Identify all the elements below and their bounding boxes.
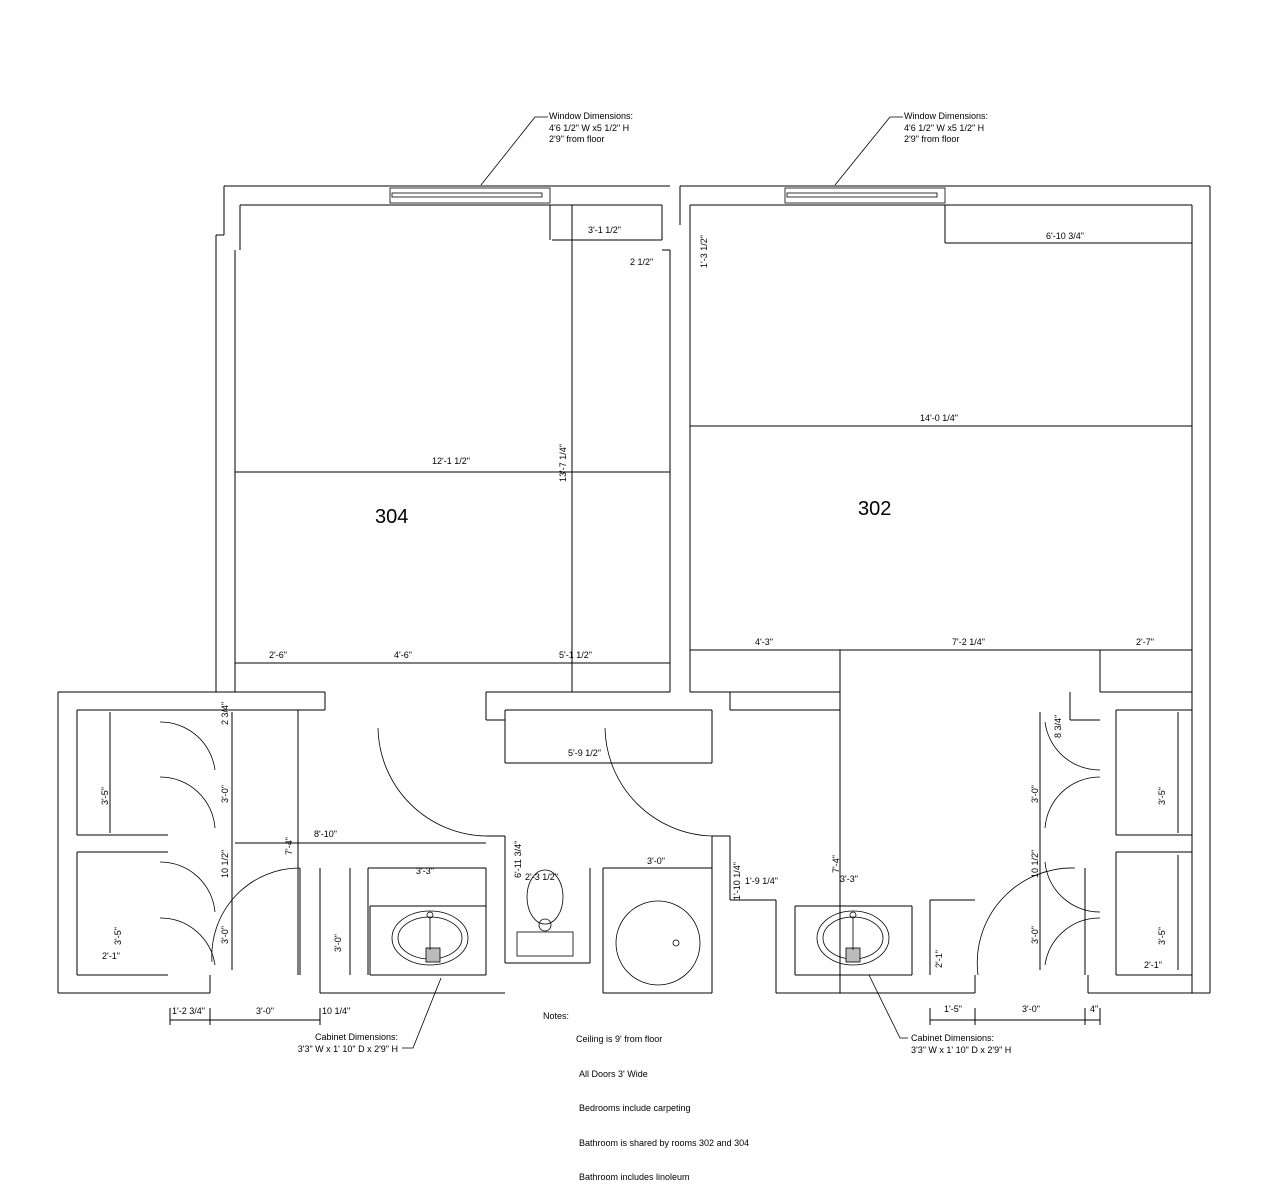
dimension-label: 2'-1" [934, 950, 944, 968]
dimension-label: 4'-3" [755, 637, 773, 647]
dimension-label: 3'-0" [333, 934, 343, 952]
closet-door-l1 [159, 721, 216, 771]
dimension-label: 1'-3 1/2" [699, 235, 709, 268]
door-swing-302 [604, 727, 713, 837]
dimension-label: 2'-7" [1136, 637, 1154, 647]
note-line: Bathroom is shared by rooms 302 and 304 [579, 1137, 750, 1148]
room-304-label: 304 [375, 506, 409, 528]
dimension-label: 3'-0" [1030, 785, 1040, 803]
cabinet-note-title: Cabinet Dimensions: [314, 1032, 398, 1042]
closet-door-r1 [1044, 721, 1101, 771]
window-note-size: 4'6 1/2" W x5 1/2" H [549, 122, 630, 133]
note-line: Ceiling is 9' from floor [576, 1034, 663, 1044]
note-line: All Doors 3' Wide [579, 1068, 648, 1079]
toilet-icon [526, 869, 564, 925]
dimension-label: 3'-5" [1157, 787, 1167, 805]
note-line: Bedrooms include carpeting [579, 1103, 691, 1113]
dimension-label: 12'-1 1/2" [432, 456, 470, 466]
door-swings [159, 116, 1101, 1049]
window-302 [784, 187, 946, 204]
dimension-label: 3'-0" [256, 1006, 274, 1016]
closet-door-l3 [159, 861, 216, 913]
dimension-label: 4" [1090, 1004, 1099, 1014]
dimension-label: 2'-1" [102, 951, 120, 961]
dimension-label: 14'-0 1/4" [920, 413, 958, 423]
closet-door-r3 [1044, 861, 1101, 913]
dimension-label: 7'-4" [831, 855, 841, 873]
notes-label: Notes: [543, 1011, 570, 1021]
door-swing-304 [377, 727, 487, 837]
window-note-title: Window Dimensions: [549, 111, 634, 121]
dimension-label: 2 3/4" [220, 701, 230, 725]
dimension-label: 3'-5" [113, 927, 123, 945]
notes-list: Ceiling is 9' from floor All Doors 3' Wi… [576, 1011, 749, 1195]
dimension-label: 8'-10" [314, 829, 337, 839]
dimension-label: 3'-0" [647, 856, 665, 866]
cabinet-note-left: Cabinet Dimensions:3'3" W x 1' 10" D x 2… [280, 1032, 398, 1055]
tub-icon [615, 900, 701, 986]
cabinet-leader-right [868, 974, 908, 1039]
room-302-label: 302 [858, 498, 892, 520]
window-leader-right [834, 116, 903, 186]
dimension-label: 5'-1 1/2" [559, 650, 592, 660]
sink-right-icon [816, 910, 890, 966]
window-leader-left [480, 116, 548, 186]
dimension-label: 3'-0" [1022, 1004, 1040, 1014]
dimension-label: 3'-3" [416, 866, 434, 876]
cabinet-note-size: 3'3" W x 1' 10" D x 2'9" H [911, 1044, 1012, 1055]
dimension-label: 5'-9 1/2" [568, 748, 601, 758]
window-note-height: 2'9" from floor [904, 134, 960, 144]
dimension-label: 4'-6" [394, 650, 412, 660]
dimension-label: 3'-0" [220, 926, 230, 944]
dimension-label: 13'-7 1/4" [558, 444, 568, 482]
window-note-height: 2'9" from floor [549, 134, 605, 144]
dimension-label: 3'-1 1/2" [588, 225, 621, 235]
dimension-label: 3'-5" [100, 787, 110, 805]
floor-plan [57, 116, 1211, 1049]
walls [57, 185, 1211, 1025]
dimension-label: 6'-10 3/4" [1046, 231, 1084, 241]
dimension-label: 6'-11 3/4" [513, 840, 523, 878]
window-note-size: 4'6 1/2" W x5 1/2" H [904, 122, 985, 133]
window-304 [389, 187, 551, 204]
cabinet-note-title: Cabinet Dimensions: [911, 1033, 995, 1043]
door-swing-hall-left [211, 867, 301, 963]
dimension-label: 1'-10 1/4" [732, 862, 742, 900]
dimension-label: 2'-1" [1144, 960, 1162, 970]
dimension-label: 3'-0" [1030, 926, 1040, 944]
dimension-label: 10 1/2" [220, 849, 230, 878]
dimension-label: 8 3/4" [1053, 714, 1063, 738]
cabinet-leader-left [402, 977, 442, 1049]
dimension-label: 10 1/2" [1030, 849, 1040, 878]
dimension-label: 3'-5" [1157, 927, 1167, 945]
cabinet-note-right: Cabinet Dimensions:3'3" W x 1' 10" D x 2… [911, 1033, 1011, 1056]
dimension-label: 10 1/4" [322, 1006, 351, 1016]
dimension-label: 1'-5" [944, 1004, 962, 1014]
dimension-label: 2 1/2" [630, 257, 654, 267]
dimension-label: 7'-2 1/4" [952, 637, 985, 647]
dimension-label: 2'-3 1/2" [525, 872, 558, 882]
closet-door-r4 [1044, 917, 1101, 966]
dimension-label: 3'-3" [840, 874, 858, 884]
dimension-label: 2'-6" [269, 650, 287, 660]
door-swing-hall-right [976, 867, 1076, 976]
closet-door-l2 [159, 776, 216, 829]
window-note-title: Window Dimensions: [904, 111, 989, 121]
closet-door-r2 [1044, 776, 1101, 829]
sink-left-icon [391, 910, 469, 966]
cabinet-note-size: 3'3" W x 1' 10" D x 2'9" H [297, 1043, 398, 1054]
dimension-label: 7'-4" [284, 837, 294, 855]
dimension-label: 1'-2 3/4" [172, 1006, 205, 1016]
closet-door-l4 [159, 917, 216, 966]
dimension-label: 1'-9 1/4" [745, 876, 778, 886]
dimension-label: 3'-0" [220, 785, 230, 803]
note-line: Bathroom includes linoleum [579, 1172, 690, 1182]
